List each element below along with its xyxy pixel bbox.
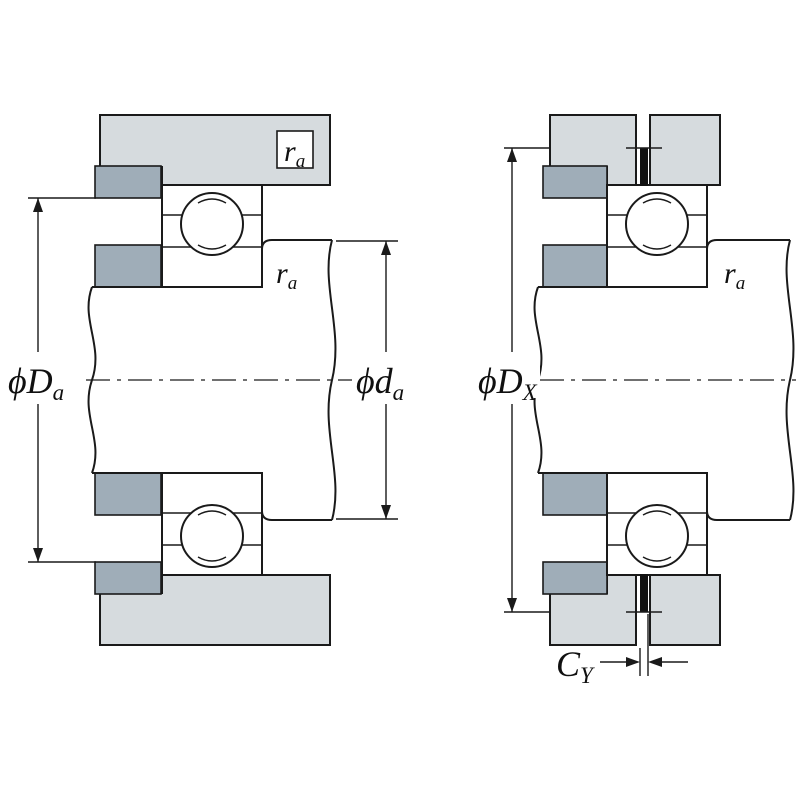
CY-arrow-right-pointing xyxy=(626,657,640,667)
right-ball-top-groove-arc-upper xyxy=(642,198,672,204)
phi-DX-arrow-up xyxy=(507,148,517,162)
right-housing-shoulder-bottom xyxy=(542,561,608,595)
right-shaft-spacer-top xyxy=(542,244,608,288)
snap-ring-bottom xyxy=(640,574,648,612)
right-ball-bottom-groove-arc-upper xyxy=(642,510,672,516)
right-ball-bottom-groove-arc-lower xyxy=(642,556,672,562)
left-shaft-break-right xyxy=(327,239,337,521)
phi-da-label: ϕda xyxy=(356,361,404,405)
phi-Da-label: ϕDa xyxy=(8,361,64,405)
right-housing-top-right xyxy=(649,114,721,186)
phi-DX-label-bg xyxy=(474,352,540,398)
left-shaft-spacer-bottom xyxy=(94,472,162,516)
right-shaft-break-right xyxy=(785,239,795,521)
right-shaft-fillet-label: ra xyxy=(724,257,745,294)
left-housing-fillet-label: ra xyxy=(284,135,305,172)
left-ball-top-groove-arc-upper xyxy=(197,198,227,204)
left-ball-top-groove-arc-lower xyxy=(197,244,227,250)
phi-Da-arrow-down xyxy=(33,548,43,562)
left-ball-bottom-groove-arc-upper xyxy=(197,510,227,516)
left-shaft-shoulder-bottom-line xyxy=(261,510,332,521)
phi-da-arrow-down xyxy=(381,505,391,519)
CY-label: CY xyxy=(556,644,595,688)
snap-ring-top xyxy=(640,148,648,186)
right-housing-bottom-right xyxy=(649,574,721,646)
right-shaft-shoulder-bottom-line xyxy=(706,510,790,521)
phi-DX-arrow-down xyxy=(507,598,517,612)
left-bearing-ball-bottom xyxy=(180,504,244,568)
right-bearing-ball-top xyxy=(625,192,689,256)
right-shaft-shoulder-top-line xyxy=(706,239,790,250)
left-ball-bottom-groove-arc-lower xyxy=(197,556,227,562)
right-ball-top-groove-arc-lower xyxy=(642,244,672,250)
left-housing-fillet-box xyxy=(276,130,314,169)
phi-da-arrow-up xyxy=(381,241,391,255)
right-shaft-spacer-bottom xyxy=(542,472,608,516)
phi-Da-arrow-up xyxy=(33,198,43,212)
left-housing-shoulder-top xyxy=(94,165,162,199)
phi-da-label-bg xyxy=(352,352,420,398)
left-housing-shoulder-bottom xyxy=(94,561,162,595)
right-bearing-ball-bottom xyxy=(625,504,689,568)
CY-arrow-left-pointing xyxy=(648,657,662,667)
left-shaft-shoulder-top-line xyxy=(261,239,332,250)
phi-DX-label: ϕDX xyxy=(478,361,538,405)
right-housing-shoulder-top xyxy=(542,165,608,199)
left-shaft-fillet-label: ra xyxy=(276,257,297,294)
left-bearing-ball-top xyxy=(180,192,244,256)
left-shaft-spacer-top xyxy=(94,244,162,288)
